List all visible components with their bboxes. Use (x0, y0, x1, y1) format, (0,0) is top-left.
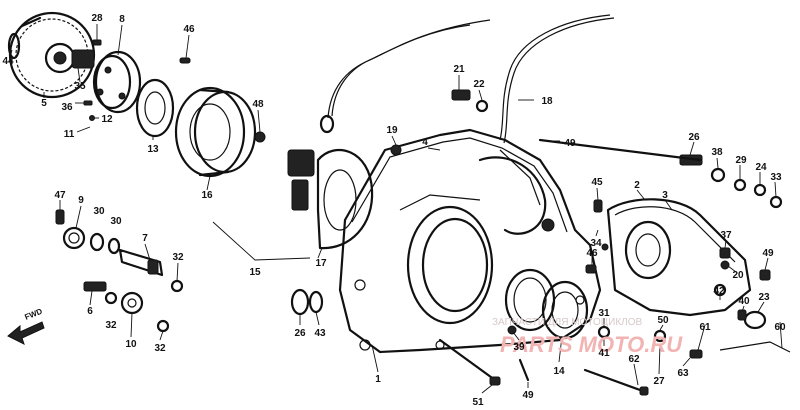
callout-16: 16 (201, 190, 213, 201)
callout-63: 63 (677, 368, 689, 379)
callout-45: 45 (591, 177, 603, 188)
callout-21: 21 (453, 64, 465, 75)
callout-39: 39 (513, 342, 525, 353)
callout-49-b: 49 (762, 248, 774, 259)
callout-49-c: 49 (522, 390, 534, 401)
callout-labels: 44 28 8 46 35 5 36 12 11 13 48 16 47 9 3… (2, 13, 786, 408)
callout-8: 8 (119, 14, 125, 25)
oil-seal-ring (504, 268, 589, 340)
callout-17: 17 (315, 258, 327, 269)
fwd-arrow-icon: FWD (7, 307, 45, 345)
callout-24: 24 (755, 162, 767, 173)
speedometer-cable (451, 14, 615, 144)
callout-42: 42 (713, 286, 725, 297)
oil-filler-cap (290, 288, 324, 316)
callout-20: 20 (732, 270, 744, 281)
callout-30-a: 30 (93, 206, 105, 217)
callout-7: 7 (142, 233, 148, 244)
callout-35: 35 (74, 81, 86, 92)
callout-23: 23 (758, 292, 770, 303)
callout-47: 47 (54, 190, 66, 201)
watermark-logo: PARTS MOTO.RU (500, 332, 683, 357)
callout-49-a: 49 (564, 138, 576, 149)
sprocket-washer (7, 32, 21, 60)
callout-46-b: 46 (586, 248, 598, 259)
watermark: ЗАПЧАСТИ ДЛЯ МОТОЦИКЛОВ PARTS MOTO.RU (492, 317, 683, 357)
callout-62: 62 (628, 354, 640, 365)
callout-34: 34 (590, 238, 602, 249)
callout-29: 29 (735, 155, 747, 166)
callout-9: 9 (78, 195, 84, 206)
leader-lines (9, 24, 783, 394)
shift-shaft-group (55, 209, 184, 333)
callout-19: 19 (386, 125, 398, 136)
callout-27: 27 (653, 376, 665, 387)
callout-32-c: 32 (154, 343, 166, 354)
rotor-key (179, 57, 191, 64)
callout-37: 37 (720, 230, 732, 241)
right-side-cover (601, 198, 752, 317)
needle-bearing (71, 49, 95, 69)
callout-51: 51 (472, 397, 484, 408)
clutch-plate (135, 78, 175, 138)
callout-32-a: 32 (172, 252, 184, 263)
callout-40: 40 (738, 296, 750, 307)
callout-13: 13 (147, 144, 159, 155)
callout-60: 60 (774, 322, 786, 333)
callout-11: 11 (64, 129, 75, 140)
callout-46: 46 (183, 24, 195, 35)
fwd-label: FWD (23, 307, 43, 322)
stator-assembly (254, 19, 491, 250)
callout-31: 31 (598, 308, 610, 319)
callout-10: 10 (125, 339, 137, 350)
callout-3: 3 (662, 190, 668, 201)
callout-22: 22 (473, 79, 485, 90)
callout-43: 43 (314, 328, 326, 339)
watermark-text: ЗАПЧАСТИ ДЛЯ МОТОЦИКЛОВ (492, 317, 642, 328)
callout-14: 14 (553, 366, 565, 377)
callout-5: 5 (41, 98, 47, 109)
callout-4: 4 (422, 137, 428, 148)
callout-50: 50 (657, 315, 669, 326)
callout-18: 18 (541, 96, 553, 107)
callout-1: 1 (375, 374, 381, 385)
callout-33: 33 (770, 172, 782, 183)
callout-2: 2 (634, 180, 640, 191)
callout-48: 48 (252, 99, 264, 110)
callout-41: 41 (598, 348, 610, 359)
callout-28: 28 (91, 13, 103, 24)
flywheel-rotor (174, 86, 257, 178)
callout-61: 61 (699, 322, 711, 333)
callout-12: 12 (101, 114, 113, 125)
starter-clutch (92, 50, 142, 114)
callout-6: 6 (87, 306, 93, 317)
callout-15: 15 (249, 267, 261, 278)
callout-32-b: 32 (105, 320, 117, 331)
callout-26-b: 26 (688, 132, 700, 143)
callout-36: 36 (61, 102, 73, 113)
callout-30-b: 30 (110, 216, 122, 227)
callout-26-a: 26 (294, 328, 306, 339)
callout-38: 38 (711, 147, 723, 158)
callout-44: 44 (2, 56, 14, 67)
